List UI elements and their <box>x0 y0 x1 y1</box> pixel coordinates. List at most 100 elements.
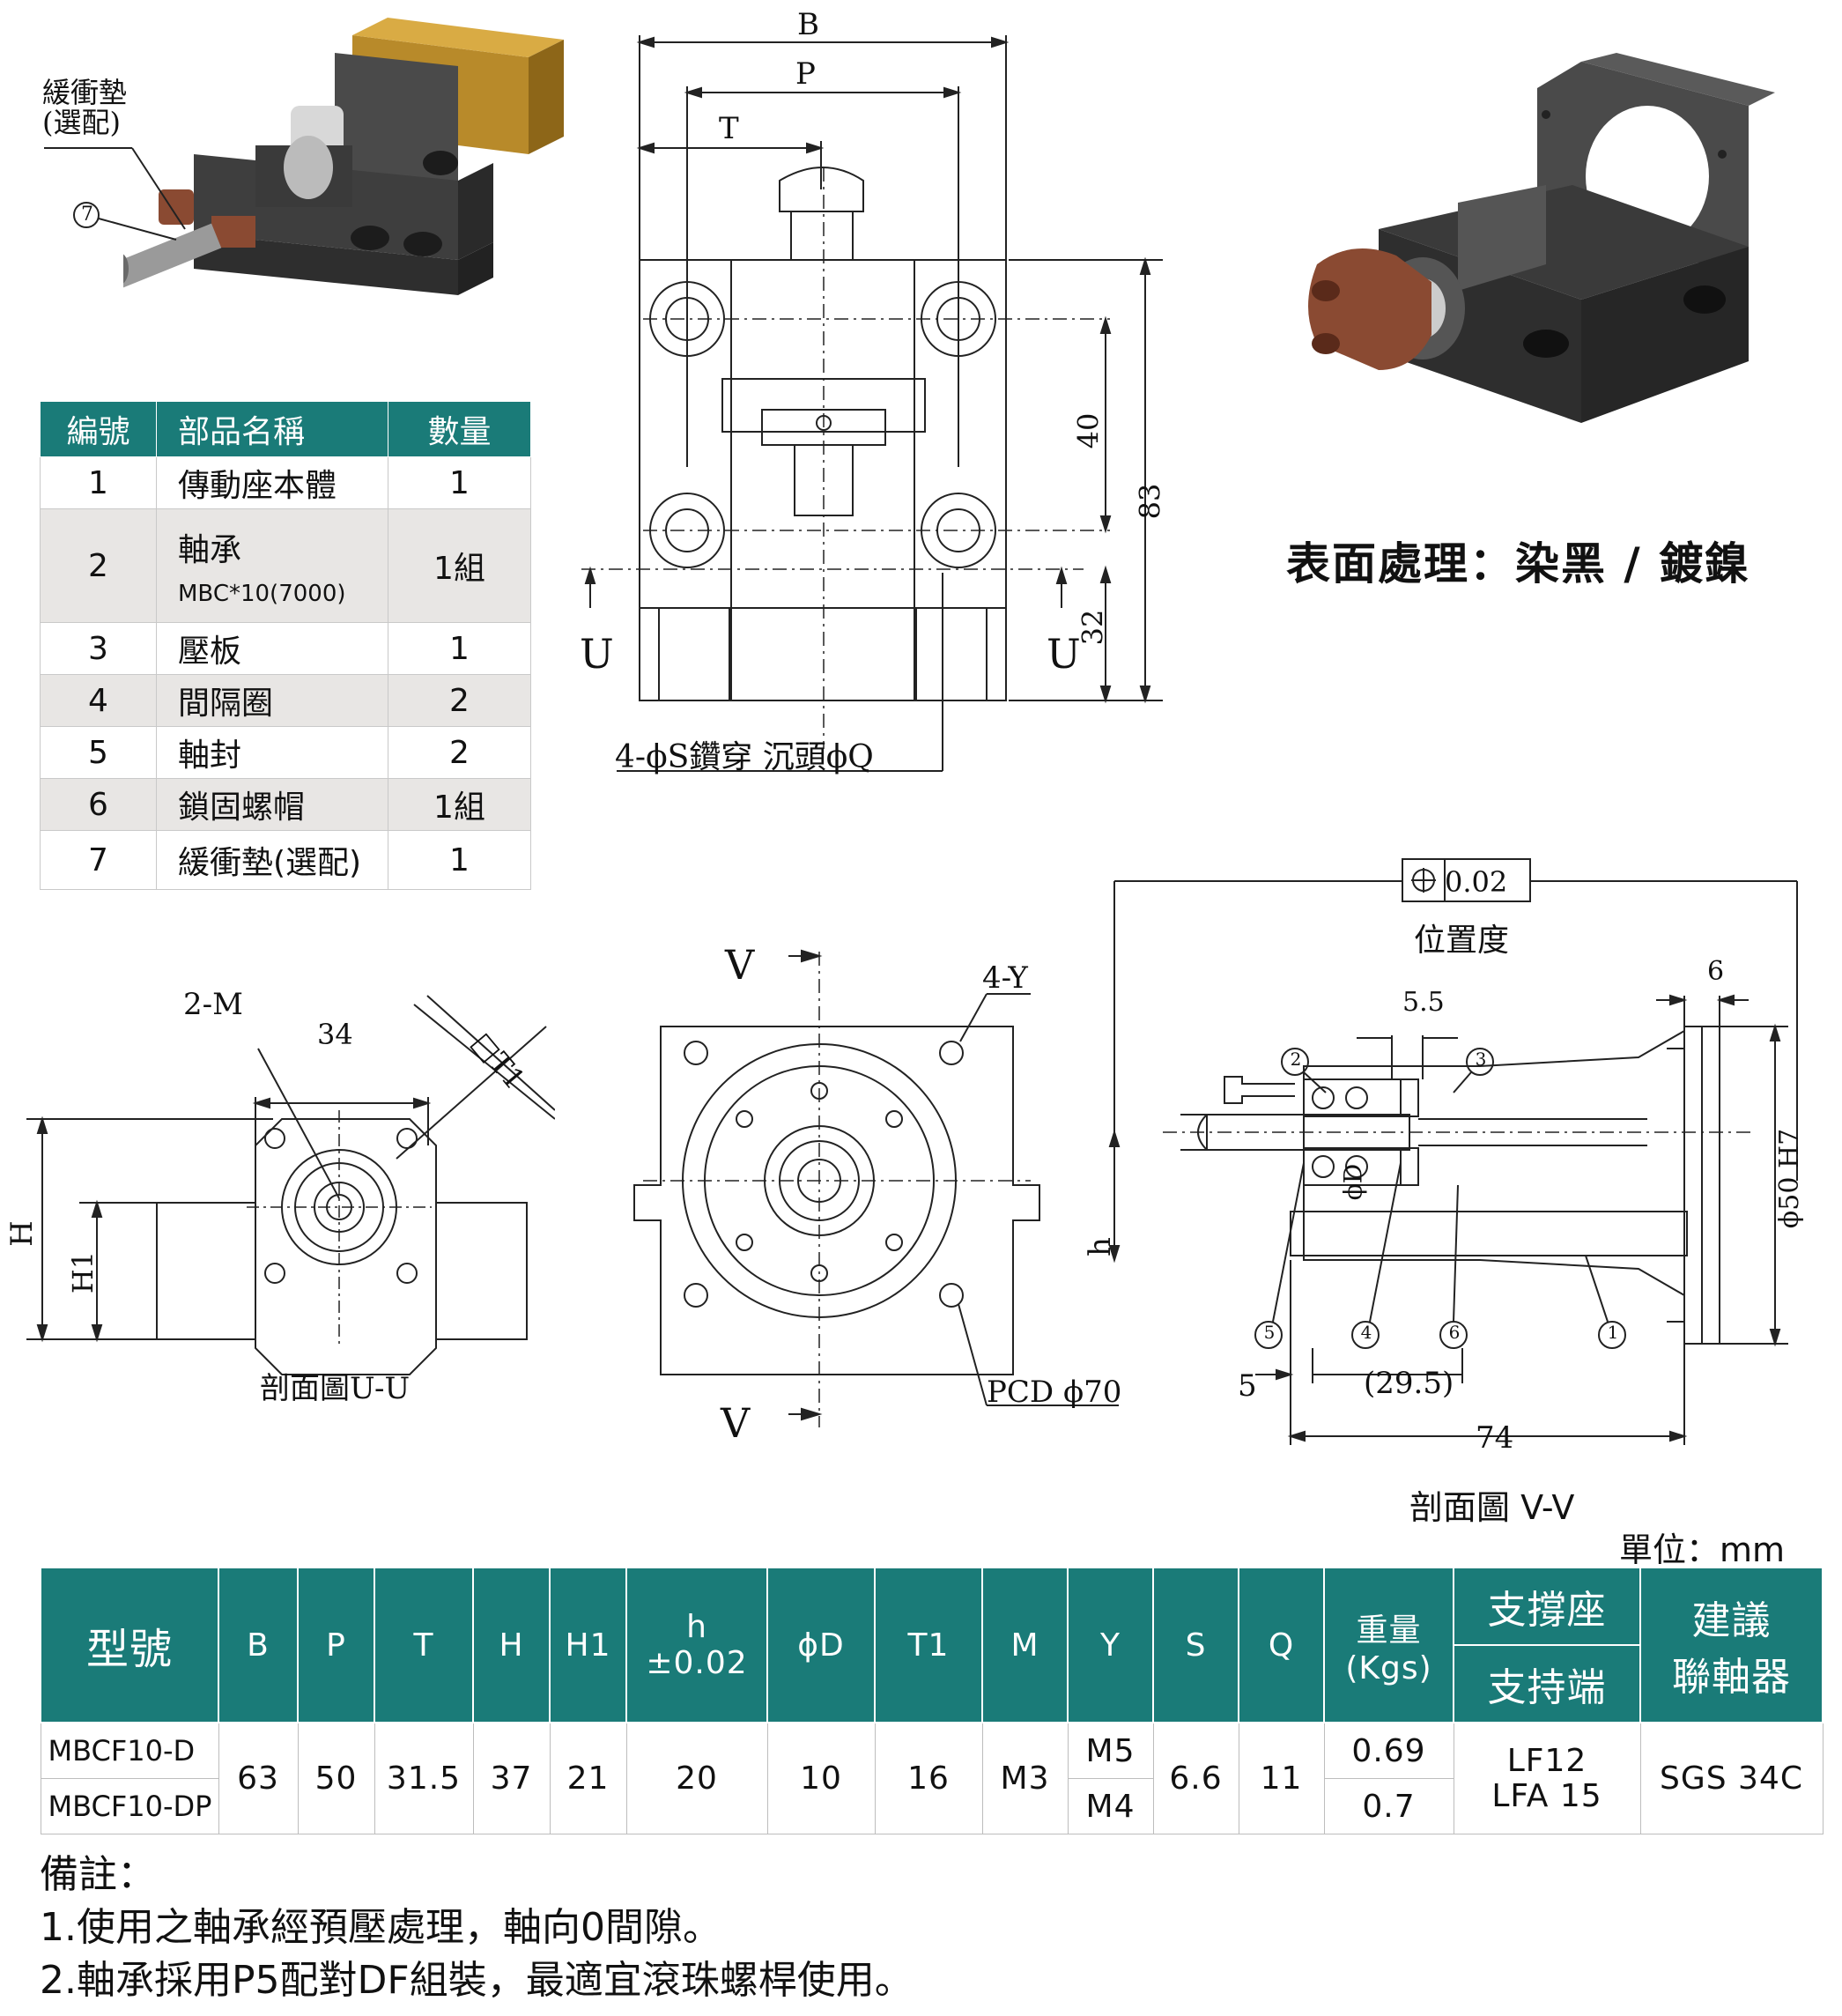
row-name: 間隔圈 <box>156 674 388 727</box>
header-model: 型號 <box>40 1567 219 1723</box>
balloon-2: 2 <box>1290 1049 1302 1070</box>
header-name: 部品名稱 <box>156 401 388 457</box>
tolerance-caption: 位置度 <box>1414 923 1510 959</box>
header-P: P <box>297 1567 375 1723</box>
row-no: 5 <box>40 726 157 779</box>
dim-H1: H1 <box>66 1250 100 1294</box>
header-M: M <box>981 1567 1069 1723</box>
row-name: 傳動座本體 <box>156 456 388 509</box>
dim-83: 83 <box>1133 483 1167 520</box>
header-qty: 數量 <box>388 401 531 457</box>
header-S: S <box>1152 1567 1239 1723</box>
header-weight-label: 重量 <box>1356 1612 1422 1649</box>
row-no: 7 <box>40 830 157 890</box>
header-T: T <box>374 1567 474 1723</box>
parts-table: 編號 部品名稱 數量 1 傳動座本體 1 2 軸承 MBC*10(7000) 1組… <box>40 401 531 890</box>
cell-H1: 21 <box>549 1722 627 1834</box>
header-weight: 重量(Kgs) <box>1323 1567 1454 1723</box>
spec-header-row-2: 支持端 <box>41 1644 1823 1723</box>
header-coupling-line1: 建議 <box>1691 1598 1772 1643</box>
row-subname: MBC*10(7000) <box>178 581 346 607</box>
surface-treatment: 表面處理：染黑 / 鍍鎳 <box>1286 538 1751 589</box>
row-name: 緩衝墊(選配) <box>156 830 388 890</box>
section-mark-u-left: U <box>580 630 614 678</box>
cell-weight: 0.69 <box>1323 1722 1454 1779</box>
dim-phiD: ϕD <box>1338 1163 1368 1201</box>
spec-header-row: 型號 B P T H H1 h±0.02 ϕD T1 M Y S Q 重量(Kg… <box>40 1567 1824 1723</box>
model-name: MBCF10-DP <box>40 1778 219 1834</box>
dim-5: 5 <box>1238 1368 1257 1404</box>
header-H1: H1 <box>549 1567 627 1723</box>
unit-label: 單位：mm <box>1619 1531 1786 1569</box>
row-qty: 1 <box>388 622 531 675</box>
header-coupling-line2: 聯軸器 <box>1672 1655 1791 1700</box>
row-no: 6 <box>40 778 157 831</box>
table-row: MBCF10-D 63 50 31.5 37 21 20 10 16 M3 M5… <box>40 1722 1824 1834</box>
assembly-render-motor <box>123 18 564 295</box>
row-name: 鎖固螺帽 <box>156 778 388 831</box>
dim-B: B <box>797 7 819 42</box>
cell-Y: M5 <box>1067 1722 1154 1779</box>
row-no: 4 <box>40 674 157 727</box>
dim-29-5: (29.5) <box>1364 1366 1454 1401</box>
row-qty: 1組 <box>388 778 531 831</box>
row-no: 1 <box>40 456 157 509</box>
table-row: 1 傳動座本體 1 <box>40 456 531 509</box>
balloon-1: 1 <box>1607 1322 1619 1343</box>
header-h-label: h <box>686 1609 707 1645</box>
row-name: 軸封 <box>156 726 388 779</box>
dim-H: H <box>4 1220 40 1247</box>
table-row: 5 軸封 2 <box>40 726 531 779</box>
section-mark-u-right: U <box>1047 630 1081 678</box>
header-h-tol: ±0.02 <box>646 1645 748 1681</box>
section-uu-drawing <box>26 995 555 1375</box>
cell-Q: 11 <box>1238 1722 1325 1834</box>
table-row: MBCF10-DP M4 0.7 <box>40 1778 1823 1834</box>
row-qty: 1組 <box>388 508 531 623</box>
cell-T: 31.5 <box>374 1722 474 1834</box>
row-qty: 1 <box>388 456 531 509</box>
header-B: B <box>218 1567 299 1723</box>
table-row: 6 鎖固螺帽 1組 <box>40 778 531 831</box>
header-support: 支撐座 <box>1453 1567 1641 1646</box>
dim-T: T <box>719 111 739 146</box>
header-Q: Q <box>1238 1567 1325 1723</box>
cell-coupling: SGS 34C <box>1639 1722 1824 1834</box>
cell-M: M3 <box>981 1722 1069 1834</box>
cell-P: 50 <box>297 1722 375 1834</box>
cell-T1: 16 <box>874 1722 983 1834</box>
cell-B: 63 <box>218 1722 299 1834</box>
header-D: ϕD <box>766 1567 876 1723</box>
dim-h: h <box>1082 1237 1118 1256</box>
cell-weight: 0.7 <box>1323 1778 1454 1834</box>
front-view-drawing <box>633 949 1119 1427</box>
row-qty: 1 <box>388 830 531 890</box>
header-no: 編號 <box>40 401 157 457</box>
cell-h: 20 <box>625 1722 768 1834</box>
support-line2: LFA 15 <box>1491 1777 1602 1814</box>
label-4Y: 4-Y <box>982 960 1028 996</box>
bracket-render <box>1308 53 1775 423</box>
parts-table-header: 編號 部品名稱 數量 <box>40 401 531 457</box>
balloon-7: 7 <box>81 204 93 226</box>
label-pcd: PCD ϕ70 <box>987 1375 1122 1410</box>
cell-H: 37 <box>472 1722 551 1834</box>
section-vv-drawing <box>1108 858 1798 1445</box>
row-qty: 2 <box>388 674 531 727</box>
cell-S: 6.6 <box>1152 1722 1239 1834</box>
row-name-cell: 軸承 MBC*10(7000) <box>156 508 388 623</box>
row-name: 軸承 <box>178 532 242 568</box>
buffer-pad-label: 緩衝墊 <box>42 76 128 109</box>
top-view-drawing <box>581 35 1163 772</box>
header-h: h±0.02 <box>625 1567 768 1723</box>
note-item: 1.使用之軸承經預壓處理，軸向0間隙。 <box>40 1905 721 1950</box>
row-no: 3 <box>40 622 157 675</box>
header-support-end: 支持端 <box>1453 1644 1641 1723</box>
section-mark-v-top: V <box>725 941 755 989</box>
notes: 備註： 1.使用之軸承經預壓處理，軸向0間隙。 2.軸承採用P5配對DF組裝，最… <box>40 1849 914 2007</box>
dim-34: 34 <box>317 1018 353 1051</box>
dim-40: 40 <box>1071 412 1106 449</box>
balloon-4: 4 <box>1360 1322 1372 1343</box>
